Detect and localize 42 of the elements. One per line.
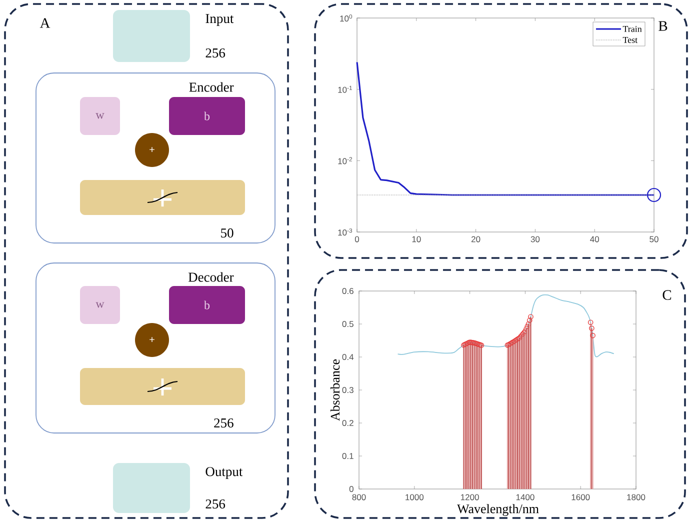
box-caption: Input	[206, 14, 234, 26]
weight-box: w	[80, 286, 120, 324]
bias-box: b	[169, 286, 245, 324]
axis-title: Absorbance	[330, 359, 340, 421]
axis-title: Wavelength/nm	[457, 504, 539, 516]
panel-label: A	[40, 18, 50, 28]
unit-count: 50	[221, 228, 234, 238]
tick-label: 10$^{0}$	[340, 14, 352, 22]
tick-label: 0.1	[342, 453, 354, 459]
tick-label: 30	[530, 236, 540, 242]
unit-count: 256	[206, 48, 226, 58]
tick-label: 10	[412, 236, 421, 242]
tick-label: 50	[650, 236, 658, 242]
tick-label: 10$^{-1}$	[338, 86, 352, 93]
tick-label: 800	[352, 494, 366, 500]
bias-box: b	[169, 97, 245, 135]
tick-label: 0.4	[342, 354, 354, 360]
unit-count: 256	[214, 418, 234, 428]
unit-count: 256	[206, 499, 226, 509]
tick-label: 1400	[516, 494, 534, 500]
tick-label: 10$^{-2}$	[338, 157, 352, 164]
panel-label: B	[658, 21, 668, 31]
tick-label: 0	[349, 486, 354, 492]
box-caption: Output	[206, 467, 243, 479]
panel-label: C	[662, 290, 672, 300]
tick-label: 0.3	[342, 387, 354, 393]
tick-label: 1000	[406, 494, 424, 500]
tick-label: 0.5	[342, 321, 354, 327]
layer-title: Encoder	[189, 82, 234, 92]
layer-title: Decoder	[188, 272, 234, 282]
tick-label: 1800	[627, 494, 646, 500]
tick-label: 40	[590, 236, 599, 242]
legend-label: Test	[622, 37, 638, 43]
tick-label: 20	[472, 236, 480, 242]
tick-label: 1200	[461, 494, 479, 500]
tick-label: 1600	[572, 494, 590, 500]
tick-label: 0	[354, 236, 360, 242]
legend-label: Train	[622, 26, 642, 32]
weight-box: w	[80, 97, 120, 135]
tick-label: 10$^{-3}$	[338, 228, 352, 236]
tick-label: 0.6	[342, 288, 354, 294]
tick-label: 0.2	[342, 420, 354, 426]
